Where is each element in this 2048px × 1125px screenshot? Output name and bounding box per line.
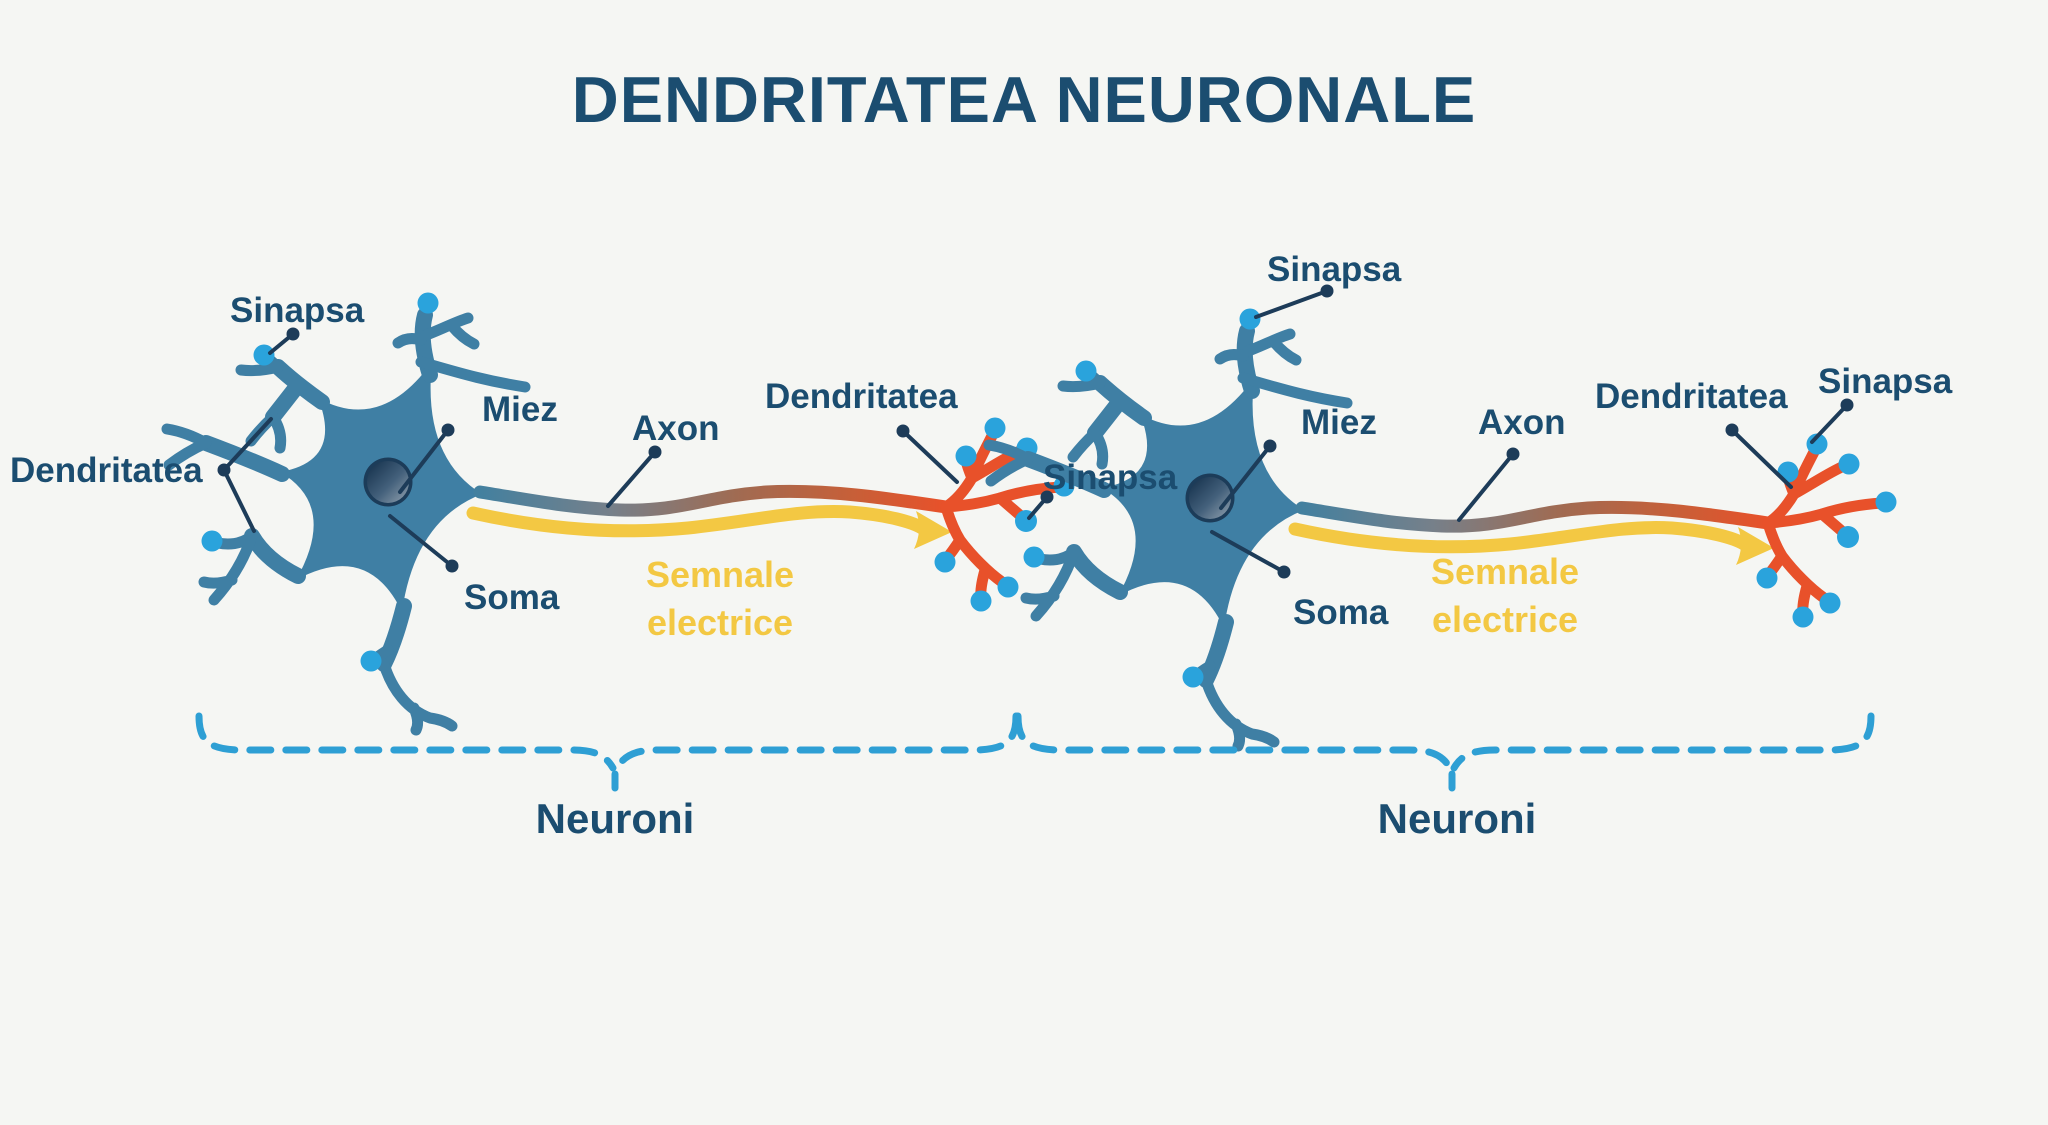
label-miez-2: Miez	[1301, 403, 1377, 442]
leader-miez-1	[398, 423, 455, 494]
leader-lines	[217, 284, 1854, 579]
leader-terminal-sinapsa-2	[1810, 398, 1854, 444]
brace-neuron-2	[1014, 712, 1875, 792]
leader-sinapsa-1	[268, 327, 300, 355]
label-semnale-2-line1: Semnale	[1430, 551, 1580, 592]
label-sinapsa-1: Sinapsa	[230, 291, 365, 330]
leader-soma-2	[1210, 530, 1291, 579]
label-sinapsa-input-2: Sinapsa	[1043, 458, 1178, 497]
neuron-2-figure	[989, 309, 1897, 747]
label-soma-2: Soma	[1293, 593, 1389, 632]
label-dendritatea-1: Dendritatea	[10, 451, 203, 490]
label-soma-1: Soma	[464, 578, 560, 617]
label-neuroni-1: Neuroni	[535, 795, 695, 842]
label-semnale-1-line1: Semnale	[645, 554, 795, 595]
leader-dendritatea-1	[217, 417, 273, 533]
label-terminal-dendritatea-1: Dendritatea	[765, 377, 958, 416]
label-miez-1: Miez	[482, 390, 558, 429]
leader-sinapsa-2	[1254, 284, 1334, 319]
leader-axon-1	[606, 445, 662, 508]
neuron-1-figure	[167, 293, 1075, 731]
label-neuroni-2: Neuroni	[1377, 795, 1537, 842]
leader-terminal-dendritatea-1	[896, 424, 959, 484]
label-semnale-1-line2: electrice	[646, 602, 794, 643]
leader-axon-2	[1457, 447, 1520, 522]
leader-terminal-dendritatea-2	[1725, 423, 1793, 489]
label-semnale-electrice-1: Semnale electrice	[600, 551, 840, 647]
label-semnale-electrice-2: Semnale electrice	[1385, 548, 1625, 644]
leader-soma-1	[388, 514, 459, 573]
leader-miez-2	[1219, 439, 1277, 510]
label-sinapsa-2: Sinapsa	[1267, 250, 1402, 289]
label-axon-2: Axon	[1478, 403, 1566, 442]
label-terminal-sinapsa-2: Sinapsa	[1818, 362, 1953, 401]
page-title: DENDRITATEA NEURONALE	[571, 63, 1477, 136]
label-semnale-2-line2: electrice	[1431, 599, 1579, 640]
leader-sinapsa-input-2	[1027, 490, 1054, 520]
label-axon-1: Axon	[632, 409, 720, 448]
brace-neuron-1	[195, 712, 1020, 792]
label-terminal-dendritatea-2: Dendritatea	[1595, 377, 1788, 416]
